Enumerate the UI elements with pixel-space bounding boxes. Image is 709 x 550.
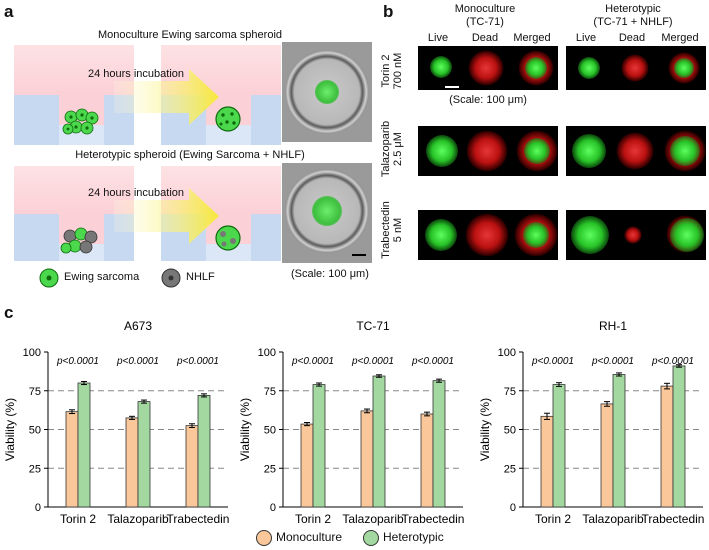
micrograph-row-trabectedin-mono	[418, 210, 558, 260]
y-tick-label: 75	[29, 386, 41, 398]
bar-monoculture	[600, 403, 614, 508]
y-tick-label: 100	[498, 347, 516, 359]
col-live-het: Live	[575, 32, 597, 44]
legend-ewing-sarcoma: Ewing sarcoma	[64, 271, 140, 283]
bar-heterotypic	[77, 382, 91, 508]
col-dead-het: Dead	[618, 32, 646, 44]
het-incubation-label: 24 hours incubation	[88, 187, 185, 199]
micrograph-row-trabectedin-het	[566, 210, 706, 260]
legend-heterotypic-label: Heterotypic	[383, 530, 444, 544]
p-value-annotation: p<0.0001	[351, 356, 394, 367]
x-tick-label: Torin 2	[60, 512, 96, 526]
scale-bar	[352, 254, 366, 256]
p-value-annotation: p<0.0001	[116, 356, 159, 367]
panel-b-scale-label: (Scale: 100 μm)	[449, 94, 527, 106]
panel-a-scale-label: (Scale: 100 μm)	[291, 268, 369, 280]
y-tick-label: 100	[258, 347, 276, 359]
y-tick-label: 50	[264, 425, 276, 437]
micrograph-scale-bar	[445, 86, 459, 88]
bar-heterotypic	[197, 395, 211, 508]
p-value-annotation: p<0.0001	[56, 356, 99, 367]
col-merged-mono: Merged	[513, 32, 551, 44]
row-label-talazoparib: Talazoparib 2.5 μM	[380, 120, 404, 178]
bar-heterotypic	[137, 401, 151, 508]
row-label-torin: Torin 2 700 nM	[380, 52, 404, 90]
p-value-annotation: p<0.0001	[531, 356, 574, 367]
mono-schematic	[14, 45, 281, 145]
y-tick-label: 0	[510, 502, 516, 514]
micrograph-row-torin-het	[566, 46, 706, 90]
bar-monoculture	[65, 411, 79, 508]
y-axis-label: Viability (%)	[238, 398, 252, 461]
bar-monoculture	[360, 410, 374, 508]
het-schematic	[14, 166, 281, 261]
x-tick-label: Torin 2	[295, 512, 331, 526]
het-group-header: Heterotypic (TC-71 + NHLF)	[593, 3, 673, 28]
micrograph-row-talazoparib-mono	[418, 126, 558, 176]
mono-spheroid-title: Monoculture Ewing sarcoma spheroid	[97, 29, 283, 41]
y-tick-label: 50	[29, 425, 41, 437]
y-axis-label: Viability (%)	[3, 398, 17, 461]
bar-heterotypic	[372, 375, 386, 508]
chart-title: A673	[124, 319, 152, 333]
micrograph-row-talazoparib-het	[566, 126, 706, 176]
x-tick-label: Talazoparib	[582, 512, 644, 526]
bar-heterotypic	[432, 380, 446, 508]
bar-monoculture	[420, 413, 434, 508]
p-value-annotation: p<0.0001	[591, 356, 634, 367]
col-merged-het: Merged	[661, 32, 699, 44]
mono-spheroid-photo	[282, 42, 372, 142]
bar-monoculture	[540, 415, 554, 508]
col-dead-mono: Dead	[471, 32, 499, 44]
legend-heterotypic-swatch	[363, 530, 379, 546]
bar-heterotypic	[312, 384, 326, 508]
y-tick-label: 100	[23, 347, 41, 359]
row-label-trabectedin: Trabectedin 5 nM	[380, 201, 404, 259]
micrograph-row-torin-mono	[418, 46, 558, 90]
p-value-annotation: p<0.0001	[291, 356, 334, 367]
mono-incubation-label: 24 hours incubation	[88, 68, 185, 80]
y-tick-label: 75	[264, 386, 276, 398]
y-tick-label: 75	[504, 386, 516, 398]
bar-heterotypic	[672, 365, 686, 508]
nhlf-cell-icon	[161, 268, 181, 288]
y-tick-label: 50	[504, 425, 516, 437]
bar-monoculture	[185, 425, 199, 508]
x-tick-label: Trabectedin	[402, 512, 465, 526]
legend-monoculture-label: Monoculture	[276, 530, 343, 544]
bar-heterotypic	[552, 384, 566, 508]
panel-b-letter: b	[383, 2, 394, 21]
legend-nhlf: NHLF	[186, 271, 215, 283]
bar-monoculture	[125, 417, 139, 508]
col-live-mono: Live	[427, 32, 449, 44]
y-tick-label: 25	[29, 463, 41, 475]
panel-a-letter: a	[4, 2, 14, 21]
bar-monoculture	[660, 385, 674, 508]
x-tick-label: Trabectedin	[642, 512, 705, 526]
x-tick-label: Talazoparib	[342, 512, 404, 526]
p-value-annotation: p<0.0001	[651, 356, 694, 367]
panel-c-letter: c	[4, 303, 14, 322]
y-tick-label: 25	[264, 463, 276, 475]
y-tick-label: 0	[35, 502, 41, 514]
bar-monoculture	[300, 423, 314, 508]
het-spheroid-photo	[282, 163, 372, 263]
y-tick-label: 25	[504, 463, 516, 475]
y-tick-label: 0	[270, 502, 276, 514]
x-tick-label: Trabectedin	[167, 512, 230, 526]
ewing-sarcoma-cell-icon	[39, 268, 59, 288]
legend-monoculture-swatch	[256, 530, 272, 546]
het-spheroid-title: Heterotypic spheroid (Ewing Sarcoma + NH…	[75, 149, 305, 161]
y-axis-label: Viability (%)	[478, 398, 492, 461]
chart-title: TC-71	[356, 319, 390, 333]
x-tick-label: Torin 2	[535, 512, 571, 526]
chart-title: RH-1	[599, 319, 627, 333]
x-tick-label: Talazoparib	[107, 512, 169, 526]
bar-heterotypic	[612, 374, 626, 508]
p-value-annotation: p<0.0001	[176, 356, 219, 367]
mono-group-header: Monoculture (TC-71)	[454, 3, 516, 28]
p-value-annotation: p<0.0001	[411, 356, 454, 367]
